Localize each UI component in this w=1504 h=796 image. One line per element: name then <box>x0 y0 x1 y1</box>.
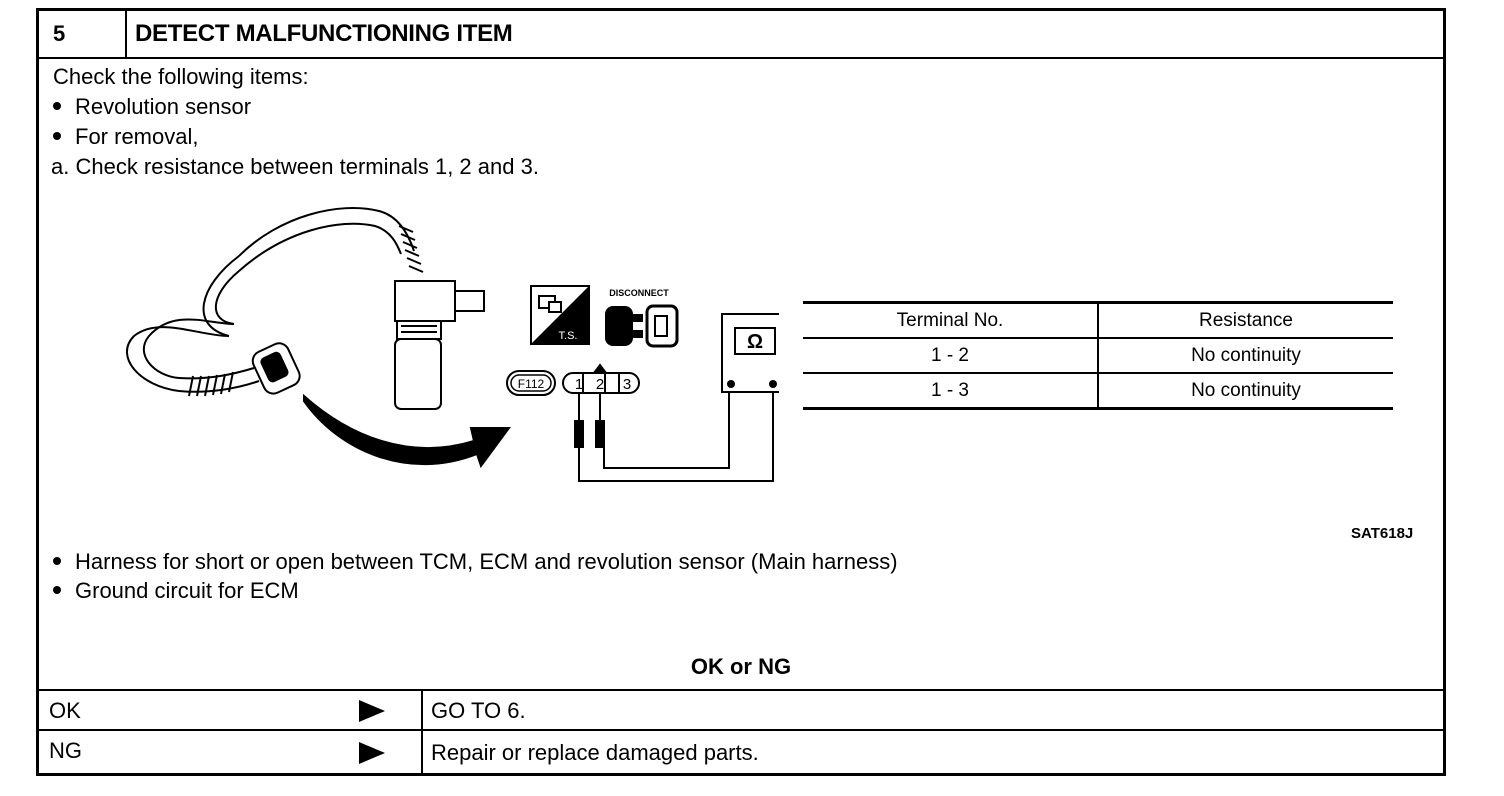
bullet-text: Ground circuit for ECM <box>75 578 299 603</box>
arrow-right-icon <box>359 742 385 764</box>
disconnect-label: DISCONNECT <box>609 288 669 298</box>
bullet-revolution-sensor: Revolution sensor <box>53 92 251 122</box>
resistance-value: No continuity <box>1191 344 1301 366</box>
terminal-1: 1 <box>575 376 583 393</box>
harness-connector-icon <box>251 342 301 395</box>
terminal-block-icon: 1 2 3 <box>562 363 640 394</box>
terminal-pair: 1 - 3 <box>803 373 1099 409</box>
result-row-ng: NG Repair or replace damaged parts. <box>39 729 1443 773</box>
figure-code: SAT618J <box>1351 525 1414 542</box>
bullet-icon <box>53 557 61 566</box>
column-divider <box>421 691 423 729</box>
resistance-value: No continuity <box>1191 379 1301 401</box>
step-title: DETECT MALFUNCTIONING ITEM <box>135 20 513 47</box>
result-action: Repair or replace damaged parts. <box>431 740 759 765</box>
harness-cable-icon <box>126 207 415 393</box>
bullet-harness: Harness for short or open between TCM, E… <box>53 547 898 577</box>
test-leads-icon <box>574 384 774 482</box>
resistance-table: Terminal No. Resistance 1 - 2 No continu… <box>803 301 1393 410</box>
terminal-3: 3 <box>623 376 631 393</box>
step-5-card: 5 DETECT MALFUNCTIONING ITEM Check the f… <box>36 8 1446 776</box>
removal-arrow-icon <box>303 393 511 469</box>
bullet-text: Revolution sensor <box>75 94 252 119</box>
terminal-pair: 1 - 2 <box>803 338 1099 373</box>
result-action: GO TO 6. <box>431 698 526 723</box>
revolution-sensor-icon <box>394 280 485 410</box>
sensor-figure: T.S. DISCONNECT F112 1 2 3 <box>126 207 779 482</box>
bullet-text: For removal, <box>75 124 199 149</box>
table-row: 1 - 3 No continuity <box>803 373 1393 409</box>
intro-text: Check the following items: <box>53 64 309 89</box>
result-label: OK <box>49 698 81 723</box>
ok-or-ng-heading: OK or NG <box>690 654 792 679</box>
col-terminal-no: Terminal No. <box>803 302 1099 338</box>
corrugated-tube-icon <box>188 225 424 397</box>
bullet-icon <box>53 102 61 111</box>
ts-icon: T.S. <box>530 285 590 345</box>
disconnect-icon: DISCONNECT <box>605 288 679 348</box>
step-a-text: a. Check resistance between terminals 1,… <box>51 154 539 179</box>
col-resistance: Resistance <box>1199 309 1293 331</box>
result-row-ok: OK GO TO 6. <box>39 689 1443 729</box>
table-header-row: Terminal No. Resistance <box>803 302 1393 338</box>
connector-id: F112 <box>518 377 545 391</box>
bullet-ground-circuit: Ground circuit for ECM <box>53 576 299 606</box>
bullet-text: Harness for short or open between TCM, E… <box>75 549 898 574</box>
bullet-icon <box>53 586 61 595</box>
bullet-icon <box>53 132 61 141</box>
step-header: 5 DETECT MALFUNCTIONING ITEM <box>39 11 1443 59</box>
ohmmeter-icon: Ω <box>721 313 779 393</box>
column-divider <box>421 731 423 773</box>
table-row: 1 - 2 No continuity <box>803 338 1393 373</box>
meter-symbol: Ω <box>747 331 763 353</box>
result-label: NG <box>49 738 82 763</box>
ts-label: T.S. <box>559 330 578 342</box>
arrow-right-icon <box>359 700 385 722</box>
connector-f112-icon: F112 <box>506 370 556 396</box>
step-number: 5 <box>39 11 127 57</box>
terminal-2: 2 <box>596 376 604 393</box>
bullet-for-removal: For removal, <box>53 122 198 152</box>
